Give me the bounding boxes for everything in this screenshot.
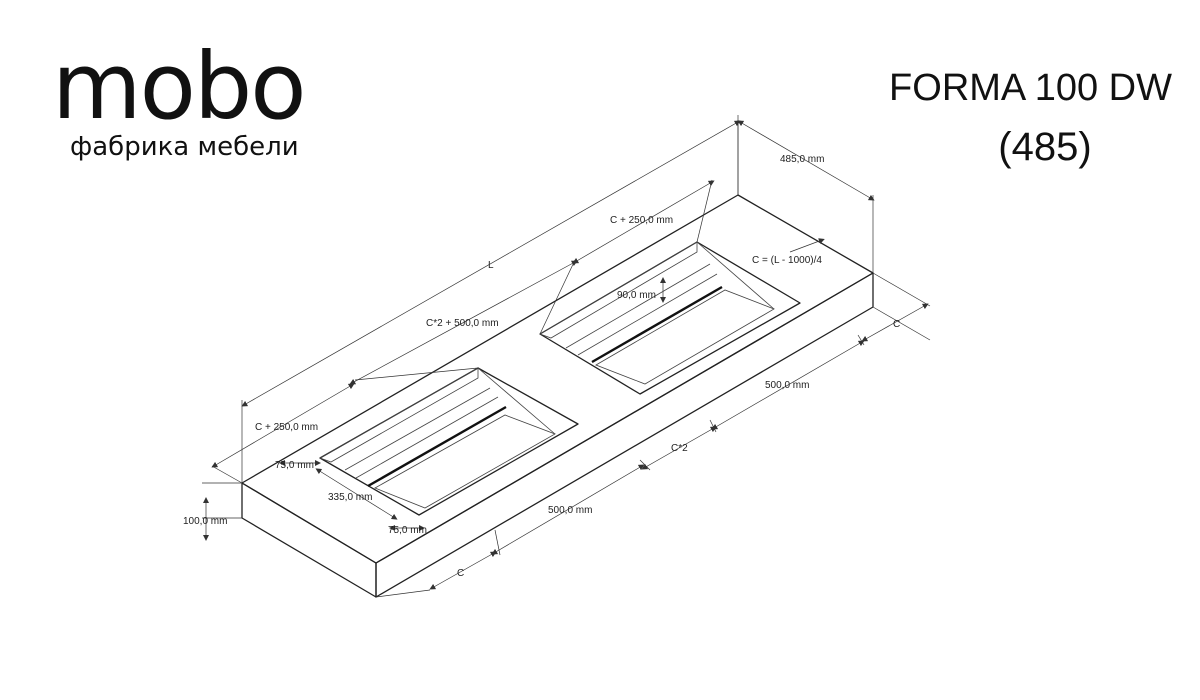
dim-line-right-offset	[572, 180, 715, 264]
basin-left-step-line-2	[355, 396, 499, 479]
dim-line-basin-width-right	[711, 340, 865, 430]
dim-line-basin-width-left	[491, 464, 645, 555]
dimension-lines	[203, 120, 929, 590]
dim-lip-bottom: 75,0 mm	[388, 525, 427, 536]
dim-basin-width-right: 500,0 mm	[765, 380, 809, 391]
dim-center-c2: C*2	[671, 443, 688, 454]
dim-length: L	[488, 260, 494, 271]
product-name: FORMA 100 DW	[889, 67, 1172, 109]
dim-basin-depth: 335,0 mm	[328, 492, 372, 503]
basin-right-floor	[595, 289, 775, 385]
dim-line-edge-c-left	[429, 551, 497, 590]
dim-center-span: C*2 + 500,0 mm	[426, 318, 499, 329]
basin-right-slope-line	[696, 241, 775, 310]
basin-right-step-line-2	[577, 273, 718, 356]
dim-line-formula	[789, 238, 825, 253]
dim-right-offset: C + 250,0 mm	[610, 215, 673, 226]
brand-tagline: фабрика мебели	[70, 132, 299, 162]
dim-basin-width-left: 500,0 mm	[548, 505, 592, 516]
dimension-labels: 485,0 mm L C + 250,0 mm C = (L - 1000)/4…	[183, 154, 900, 579]
brand-wordmark: mobo	[52, 33, 305, 140]
dim-line-depth	[737, 120, 875, 201]
dim-formula: C = (L - 1000)/4	[752, 255, 822, 266]
product-code: (485)	[998, 125, 1091, 169]
dim-line-center-span	[349, 260, 578, 385]
dim-drain-depth: 90,0 mm	[617, 290, 656, 301]
brand-logo: mobo фабрика мебели	[52, 33, 307, 162]
dim-line-left-offset	[211, 383, 355, 468]
dim-thickness: 100,0 mm	[183, 516, 227, 527]
dim-left-offset: C + 250,0 mm	[255, 422, 318, 433]
dim-lip-top: 75,0 mm	[275, 460, 314, 471]
product-title: FORMA 100 DW (485)	[889, 67, 1172, 169]
dim-edge-c-right: C	[893, 319, 900, 330]
dim-edge-c-left: C	[457, 568, 464, 579]
dim-line-center-c2	[641, 426, 717, 470]
dim-line-basin-depth	[315, 468, 398, 520]
basin-left-floor	[374, 414, 556, 509]
dim-line-edge-c-right	[861, 303, 929, 342]
dim-depth: 485,0 mm	[780, 154, 824, 165]
